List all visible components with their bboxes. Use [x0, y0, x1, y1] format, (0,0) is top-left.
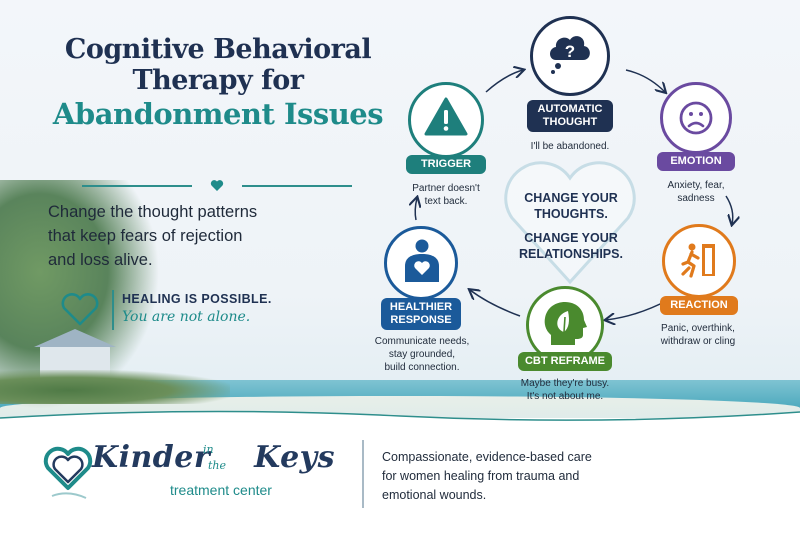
thought-label-2: THOUGHT [542, 116, 598, 128]
footer [0, 410, 800, 533]
trigger-label: TRIGGER [420, 158, 472, 170]
response-caption-1: Communicate needs, [374, 336, 470, 347]
response-caption-3: build connection. [384, 362, 460, 373]
response-badge: HEALTHIER RESPONSE [381, 298, 461, 330]
page-title: Cognitive Behavioral Therapy for Abandon… [33, 34, 403, 131]
subtitle-line-2: that keep fears of rejection [48, 227, 243, 245]
trigger-caption: Partner doesn't text back. [396, 182, 496, 208]
reaction-label: REACTION [670, 299, 728, 311]
cbt-cycle-diagram: ? AUTOMATIC THOUGHT I'll be abandoned. E… [0, 0, 800, 410]
logo-heart-icon [43, 446, 93, 499]
reaction-caption-2: withdraw or cling [660, 336, 736, 347]
reaction-badge: REACTION [660, 296, 738, 315]
heart-icon [210, 180, 224, 191]
cycle-arrows [0, 0, 800, 410]
trigger-badge: TRIGGER [406, 155, 486, 174]
thought-bubble-question-icon: ? [550, 36, 590, 74]
subtitle-line-3: and loss alive. [48, 251, 153, 269]
divider-line-left [82, 185, 192, 187]
center-line-4: RELATIONSHIPS. [519, 247, 623, 261]
title-divider [82, 180, 352, 192]
brand-keys: Keys [254, 440, 335, 475]
footer-desc-1: Compassionate, evidence-based care [382, 450, 592, 464]
arrow-emotion-to-reaction [725, 195, 733, 224]
footer-description: Compassionate, evidence-based care for w… [382, 448, 702, 505]
thought-caption: I'll be abandoned. [510, 140, 630, 153]
center-line-1: CHANGE YOUR [524, 191, 618, 205]
footer-desc-2: for women healing from trauma and [382, 469, 580, 483]
brand-kinder: Kinder [92, 440, 211, 475]
footer-desc-3: emotional wounds. [382, 488, 487, 502]
emotion-label: EMOTION [670, 155, 722, 167]
heart-outline-icon [61, 293, 99, 326]
arrow-response-to-trigger [415, 198, 417, 221]
response-caption-2: stay grounded, [388, 349, 456, 360]
reframe-label: CBT REFRAME [524, 355, 606, 367]
shrubs-image [0, 370, 230, 404]
trigger-caption-2: text back. [424, 196, 468, 207]
center-line-2: THOUGHTS. [534, 207, 608, 221]
brand-in: in [203, 443, 214, 456]
svg-text:?: ? [565, 42, 575, 61]
brand-subtitle: treatment center [170, 482, 272, 498]
title-line-1: Cognitive Behavioral [64, 34, 372, 65]
center-heart-outline [504, 161, 636, 285]
brand-the: the [208, 459, 227, 472]
title-line-3: Abandonment Issues [52, 97, 384, 132]
reframe-badge: CBT REFRAME [518, 352, 612, 371]
emotion-caption-1: Anxiety, fear, [667, 180, 725, 191]
footer-wave [0, 410, 800, 426]
brand-name: Kinder Keys [92, 440, 335, 475]
response-label-2: RESPONSE [390, 314, 452, 326]
thought-caption-1: I'll be abandoned. [530, 141, 610, 152]
thought-badge: AUTOMATIC THOUGHT [527, 100, 613, 132]
center-line-3: CHANGE YOUR [524, 231, 618, 245]
title-line-2: Therapy for [132, 65, 304, 97]
reaction-caption-1: Panic, overthink, [661, 323, 735, 334]
emotion-caption-2: sadness [677, 193, 715, 204]
reframe-caption-2: It's not about me. [526, 391, 604, 402]
warning-triangle-icon [424, 97, 468, 136]
subtitle-line-1: Change the thought patterns [48, 203, 258, 221]
head-leaf-icon [544, 302, 587, 345]
trigger-caption-1: Partner doesn't [412, 183, 480, 194]
arrow-thought-to-emotion [625, 69, 665, 92]
emotion-badge: EMOTION [657, 152, 735, 171]
center-message: CHANGE YOUR THOUGHTS. CHANGE YOUR RELATI… [505, 190, 637, 262]
footer-divider [362, 440, 364, 508]
divider-line-right [242, 185, 352, 187]
healing-headline: HEALING IS POSSIBLE. [122, 292, 272, 306]
center-gap [505, 222, 637, 230]
callout-divider [112, 290, 114, 330]
response-label-1: HEALTHIER [389, 301, 453, 313]
emotion-caption: Anxiety, fear, sadness [650, 179, 742, 205]
sad-face-icon [679, 101, 713, 135]
person-heart-icon [405, 239, 439, 282]
reframe-caption-1: Maybe they're busy. [520, 378, 610, 389]
reaction-caption: Panic, overthink, withdraw or cling [648, 322, 748, 348]
arrow-trigger-to-thought [485, 70, 523, 93]
subtitle: Change the thought patterns that keep fe… [48, 200, 328, 272]
response-caption: Communicate needs, stay grounded, build … [364, 335, 480, 374]
arrow-reaction-to-reframe [606, 299, 669, 320]
arrow-reframe-to-response [470, 290, 521, 317]
reframe-caption: Maybe they're busy. It's not about me. [505, 377, 625, 403]
exit-running-icon [681, 243, 715, 278]
healing-tagline: You are not alone. [122, 309, 251, 325]
thought-label-1: AUTOMATIC [537, 103, 603, 115]
